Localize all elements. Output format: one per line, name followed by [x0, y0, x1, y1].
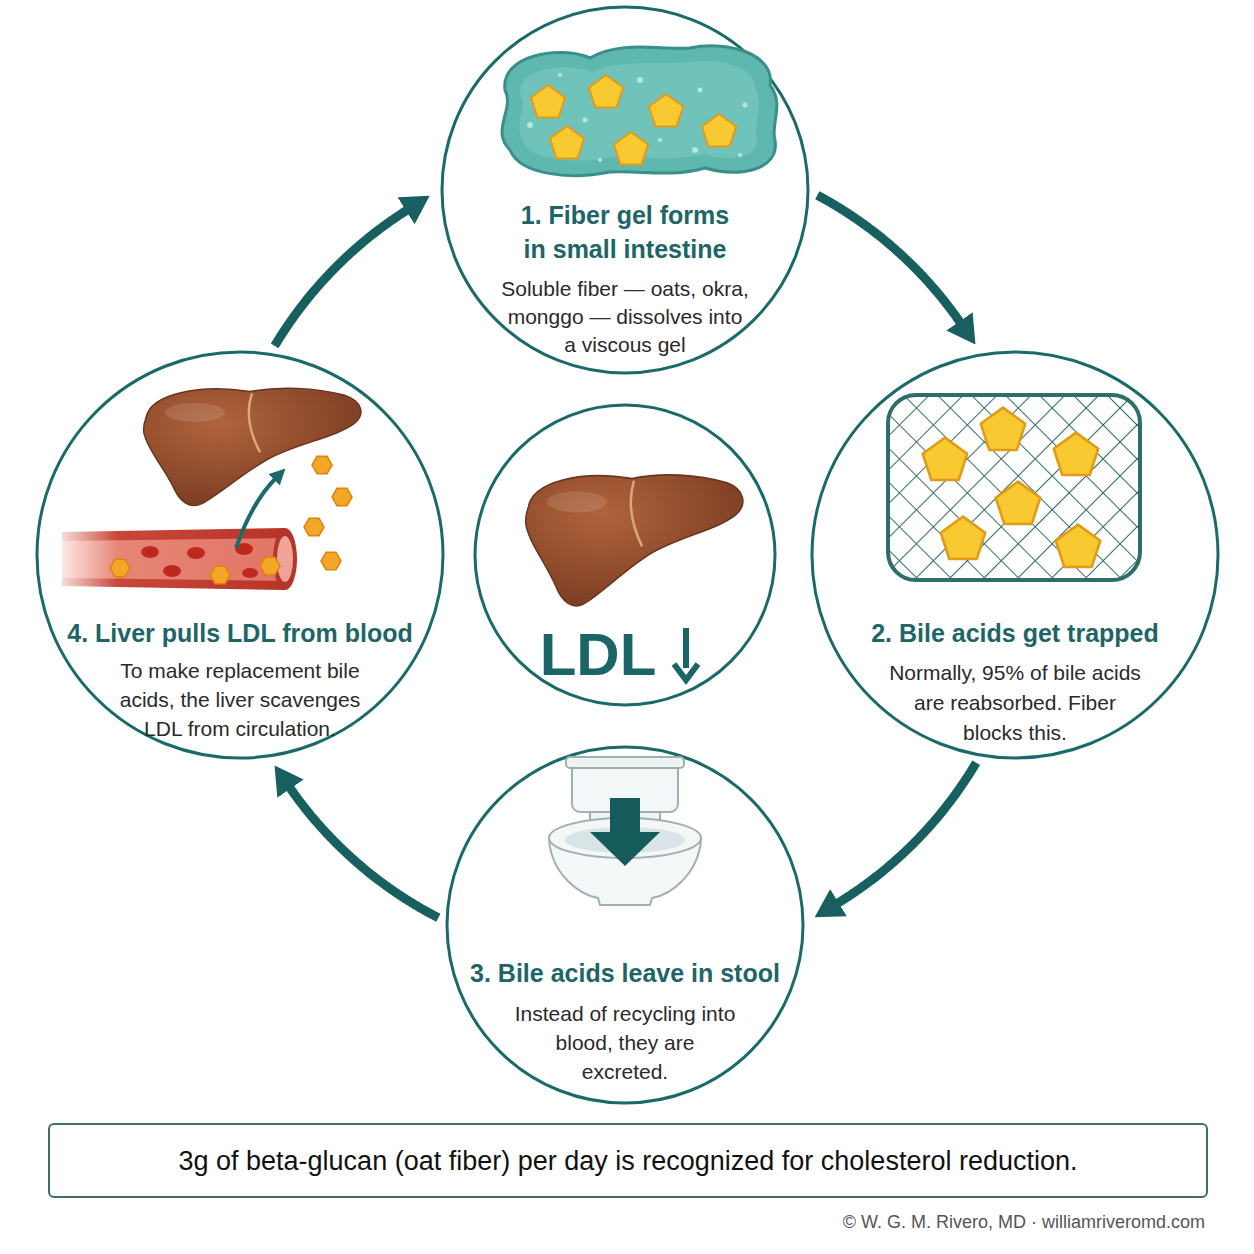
gel-bubbles: [692, 147, 698, 153]
copyright-note: © W. G. M. Rivero, MD · williamriveromd.…: [600, 1212, 1205, 1233]
toilet-tank: [572, 762, 678, 812]
fiber-gel-illustration: [502, 46, 777, 176]
node-body: Normally, 95% of bile acids are reabsorb…: [885, 658, 1145, 748]
circle-outline: [447, 747, 803, 1103]
liver-icon: [526, 475, 743, 606]
trapped-bile-acids: [1054, 433, 1099, 475]
gel-highlight: [519, 61, 759, 160]
process-circle: 3. Bile acids leave in stoolInstead of r…: [445, 745, 805, 1105]
decrease-arrow-shaft: [683, 628, 689, 668]
uptake-arrow: [236, 478, 276, 548]
node-title: 1. Fiber gel forms in small intestine: [514, 198, 736, 266]
gel-blob: [502, 46, 777, 176]
bile-acid-pentagons: [649, 94, 683, 127]
ldl-particles: [260, 557, 280, 574]
trapped-bile-acids: [923, 408, 1101, 567]
node-body: Instead of recycling into blood, they ar…: [512, 999, 738, 1086]
toilet-illustration: [549, 757, 701, 905]
bile-acid-pentagons: [550, 126, 584, 159]
circle-outline: [37, 352, 443, 758]
ldl-particles: [210, 566, 230, 583]
fiber-net-illustration: [888, 395, 1140, 580]
center-liver-illustration: [526, 475, 743, 680]
ldl-particles: [110, 559, 130, 576]
net-border: [888, 395, 1140, 580]
vessel-lumen: [62, 538, 285, 581]
key-fact-text: 3g of beta-glucan (oat fiber) per day is…: [166, 1144, 1089, 1178]
red-blood-cells: [141, 546, 159, 558]
trapped-bile-acids: [941, 517, 986, 559]
bile-acid-pentagons: [589, 75, 623, 108]
gel-bubbles: [637, 77, 643, 83]
toilet-water: [565, 827, 685, 853]
red-blood-cells: [242, 568, 258, 578]
bile-acid-pentagons: [614, 132, 648, 165]
circle-outline: [812, 352, 1218, 758]
gel-bubbles: [527, 122, 533, 128]
node-body: To make replacement bile acids, the live…: [110, 656, 370, 743]
trapped-bile-acids: [981, 408, 1026, 450]
process-circle: 4. Liver pulls LDL from blood To make rep…: [35, 350, 445, 760]
gel-bubbles: [527, 73, 748, 162]
red-blood-cells: [141, 543, 258, 578]
cycle-arrow: [289, 787, 438, 918]
ldl-particles: [304, 518, 324, 535]
cycle-arrow: [275, 210, 408, 346]
process-circle: 2. Bile acids get trappedNormally, 95% o…: [810, 350, 1220, 760]
node-body: Soluble fiber — oats, okra, monggo — dis…: [500, 275, 750, 359]
liver-uptake-illustration: [62, 388, 361, 590]
bile-acid-pentagons: [531, 75, 736, 165]
trapped-bile-acids: [996, 482, 1041, 524]
process-circle: LDL: [473, 403, 777, 707]
toilet-lid: [566, 757, 684, 768]
cycle-arrow: [817, 195, 960, 323]
gel-bubbles: [698, 88, 703, 93]
node-title: 4. Liver pulls LDL from blood: [60, 616, 420, 650]
red-blood-cells: [163, 565, 181, 577]
bile-acid-pentagons: [531, 85, 565, 118]
red-blood-cells: [235, 543, 253, 555]
node-title: 2. Bile acids get trapped: [835, 616, 1195, 650]
decrease-arrow-head: [674, 664, 698, 680]
vessel-end: [273, 528, 297, 590]
ldl-particles: [312, 456, 332, 473]
gel-bubbles: [583, 118, 588, 123]
key-fact-box: 3g of beta-glucan (oat fiber) per day is…: [48, 1123, 1208, 1198]
circle-outline: [475, 405, 775, 705]
toilet-neck: [590, 806, 660, 830]
node-title: 3. Bile acids leave in stool: [455, 956, 795, 990]
cycle-arrow: [837, 763, 976, 904]
toilet-bowl: [549, 840, 701, 905]
metric-label: LDL: [498, 625, 698, 685]
gel-bubbles: [658, 138, 662, 142]
net-mesh: [888, 395, 1140, 580]
trapped-bile-acids: [1056, 525, 1101, 567]
bile-acid-pentagons: [702, 114, 736, 147]
flush-arrow-head: [590, 832, 660, 866]
liver-icon: [144, 388, 361, 505]
ldl-particles: [110, 456, 352, 583]
ldl-particles: [321, 552, 341, 569]
vessel-opening: [277, 536, 293, 582]
trapped-bile-acids: [923, 438, 968, 480]
vessel-wall: [62, 528, 285, 590]
ldl-particles: [332, 488, 352, 505]
process-circle: 1. Fiber gel forms in small intestineSol…: [440, 5, 810, 375]
gel-bubbles: [743, 103, 748, 108]
circle-outline: [442, 7, 808, 373]
gel-bubbles: [598, 158, 602, 162]
red-blood-cells: [187, 547, 205, 559]
flush-arrow-shaft: [610, 798, 640, 834]
toilet-rim: [549, 818, 701, 858]
gel-bubbles: [558, 73, 562, 77]
gel-bubbles: [738, 153, 742, 157]
